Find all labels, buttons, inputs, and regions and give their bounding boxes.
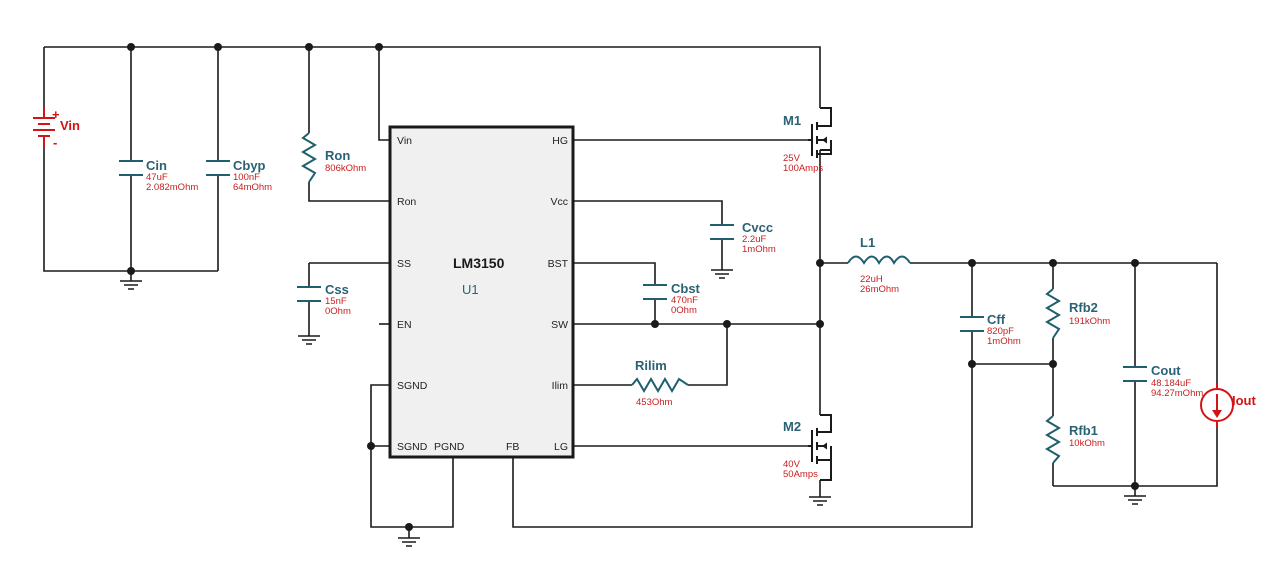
pin-hg: HG xyxy=(552,135,568,147)
vin-label: Vin xyxy=(60,118,80,133)
rfb1-value: 10kOhm xyxy=(1069,438,1105,449)
rilim-value: 453Ohm xyxy=(636,397,673,408)
ron-label: Ron xyxy=(325,148,350,163)
capacitor-cin: Cin 47uF 2.082mOhm xyxy=(119,158,198,193)
cbyp-esr: 64mOhm xyxy=(233,182,272,193)
junction-nodes xyxy=(127,43,1139,531)
capacitor-cff: Cff 820pF 1mOhm xyxy=(960,312,1021,347)
current-source-iout-icon: Iout xyxy=(1200,383,1256,428)
ground-icon xyxy=(398,536,420,547)
rfb2-value: 191kOhm xyxy=(1069,316,1110,327)
m1-label: M1 xyxy=(783,113,801,128)
pin-ron: Ron xyxy=(397,196,416,208)
rfb2-label: Rfb2 xyxy=(1069,300,1098,315)
resistor-rfb2: Rfb2 191kOhm xyxy=(1045,288,1110,339)
cvcc-label: Cvcc xyxy=(742,220,773,235)
ground-icon xyxy=(711,268,733,279)
cbst-label: Cbst xyxy=(671,281,701,296)
chip-ref: U1 xyxy=(462,282,479,297)
ron-value: 806kOhm xyxy=(325,163,366,174)
cff-esr: 1mOhm xyxy=(987,336,1021,347)
capacitor-css: Css 15nF 0Ohm xyxy=(297,282,351,317)
pin-vcc: Vcc xyxy=(550,196,568,208)
pin-sgnd-1: SGND xyxy=(397,380,428,392)
pin-vin: Vin xyxy=(397,135,412,147)
capacitor-cbst: Cbst 470nF 0Ohm xyxy=(643,281,701,316)
l1-value: 22uH xyxy=(860,274,883,285)
cin-label: Cin xyxy=(146,158,167,173)
css-value: 15nF xyxy=(325,296,347,307)
cin-value: 47uF xyxy=(146,172,168,183)
css-esr: 0Ohm xyxy=(325,306,351,317)
pin-ss: SS xyxy=(397,258,411,270)
css-label: Css xyxy=(325,282,349,297)
cvcc-value: 2.2uF xyxy=(742,234,766,245)
cbyp-value: 100nF xyxy=(233,172,260,183)
ground-icon xyxy=(298,332,320,345)
mosfet-m1-icon: M1 25V 100Amps xyxy=(783,107,832,174)
cbyp-label: Cbyp xyxy=(233,158,266,173)
capacitor-cvcc: Cvcc 2.2uF 1mOhm xyxy=(710,220,776,255)
pin-fb: FB xyxy=(506,441,519,453)
rilim-label: Rilim xyxy=(635,358,667,373)
cin-esr: 2.082mOhm xyxy=(146,182,198,193)
resistor-ron: Ron 806kOhm xyxy=(301,132,366,183)
battery-vin-icon: Vin + - xyxy=(33,107,80,150)
chip-name: LM3150 xyxy=(453,255,505,271)
inductor-l1-icon: L1 22uH 26mOhm xyxy=(847,235,911,295)
pin-lg: LG xyxy=(554,441,568,453)
vin-plus: + xyxy=(52,107,60,122)
cout-label: Cout xyxy=(1151,363,1181,378)
mosfet-m2-icon: M2 40V 50Amps xyxy=(783,414,832,481)
m2-label: M2 xyxy=(783,419,801,434)
pin-bst: BST xyxy=(548,258,569,270)
pin-en: EN xyxy=(397,319,412,331)
wires xyxy=(43,46,1218,536)
pin-pgnd: PGND xyxy=(434,441,465,453)
m1-vrating: 25V xyxy=(783,153,801,164)
resistor-rfb1: Rfb1 10kOhm xyxy=(1045,415,1105,464)
m2-vrating: 40V xyxy=(783,459,801,470)
chip-u1: LM3150 U1 Vin Ron SS EN SGND SGND PGND F… xyxy=(388,125,575,459)
pin-sgnd-2: SGND xyxy=(397,441,428,453)
m2-irating: 50Amps xyxy=(783,469,818,480)
pin-sw: SW xyxy=(551,319,568,331)
capacitor-cout: Cout 48.184uF 94.27mOhm xyxy=(1123,363,1203,399)
cout-esr: 94.27mOhm xyxy=(1151,388,1203,399)
cout-value: 48.184uF xyxy=(1151,378,1191,389)
ground-icon xyxy=(120,271,142,290)
cff-label: Cff xyxy=(987,312,1006,327)
vin-minus: - xyxy=(53,135,57,150)
ground-icon xyxy=(809,494,831,506)
cbst-esr: 0Ohm xyxy=(671,305,697,316)
ground-icon xyxy=(1124,494,1146,505)
ground-symbols xyxy=(120,268,1146,547)
cff-value: 820pF xyxy=(987,326,1014,337)
m1-irating: 100Amps xyxy=(783,163,823,174)
rfb1-label: Rfb1 xyxy=(1069,423,1098,438)
cbst-value: 470nF xyxy=(671,295,698,306)
l1-label: L1 xyxy=(860,235,875,250)
iout-label: Iout xyxy=(1232,393,1256,408)
pin-ilim: Ilim xyxy=(552,380,569,392)
resistor-rilim: Rilim 453Ohm xyxy=(631,358,689,408)
cvcc-esr: 1mOhm xyxy=(742,244,776,255)
l1-dcr: 26mOhm xyxy=(860,284,899,295)
capacitor-cbyp: Cbyp 100nF 64mOhm xyxy=(206,158,272,193)
